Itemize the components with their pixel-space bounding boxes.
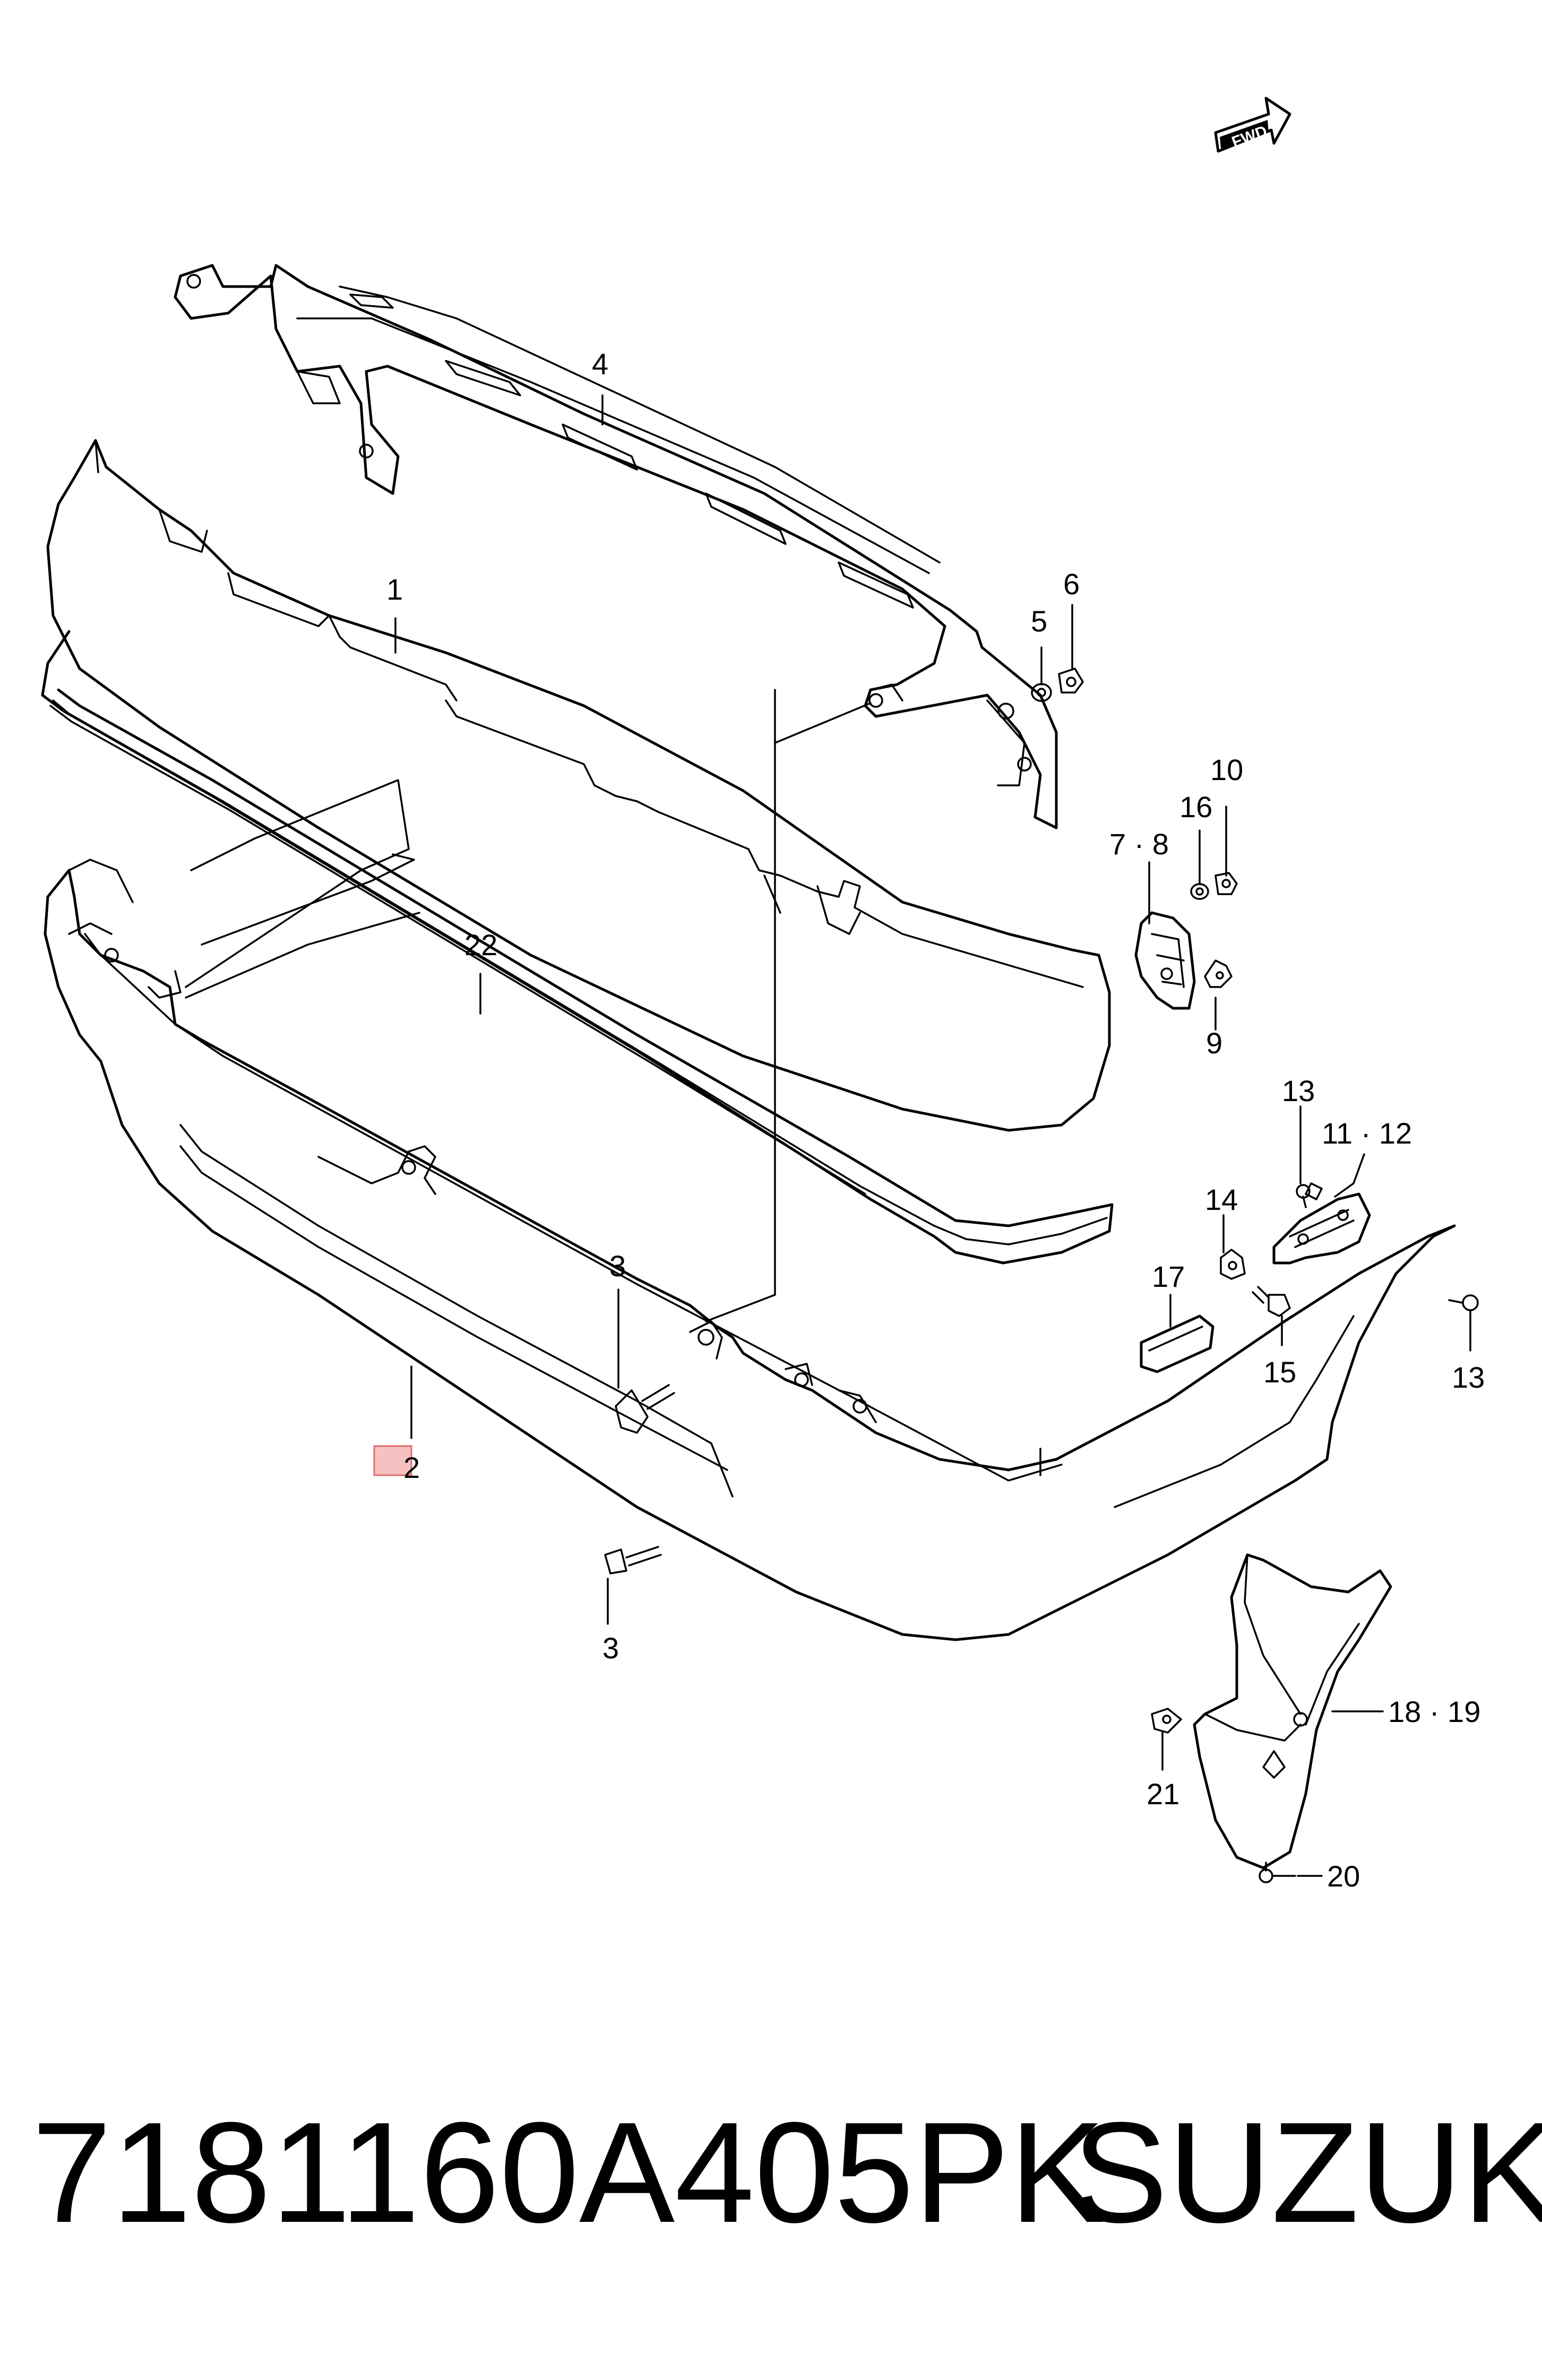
reflector-part-17 [1140,1314,1214,1373]
screw-part-13-upper [1296,1184,1311,1208]
side-bracket-part-11-12 [1272,1182,1371,1265]
callout-9: 9 [1206,1026,1222,1060]
callout-10: 10 [1210,753,1243,786]
brand-text: SUZUKI [1072,2093,1542,2253]
bracket-part-7-8 [1134,911,1196,1010]
footer-band [0,1979,1542,2380]
callout-6: 6 [1063,567,1080,601]
leader-lines [394,394,1471,1877]
screw-part-20 [1259,1862,1296,1883]
nut-part-6 [1058,668,1084,694]
callout-2: 2 [403,1451,420,1484]
reinforcement-beam-part [174,264,1058,829]
callout-15: 15 [1263,1355,1296,1389]
fwd-arrow-badge: FWD [1214,97,1291,153]
part-number-text: 7181160A405PK [32,2093,1105,2253]
nut-part-16 [1190,883,1209,900]
bumper-molding-part [41,630,1114,1265]
bumper-face-part [44,779,1456,1641]
callout-1: 1 [386,573,403,606]
screw-part-15 [1252,1286,1291,1317]
callout-14: 14 [1205,1183,1238,1216]
mudflap-part-18-19 [1193,1553,1392,1870]
callout-5: 5 [1031,604,1047,638]
callout-11-12: 11 · 12 [1322,1117,1412,1150]
clip-part-21 [1151,1708,1182,1734]
clip-part-9 [1204,959,1233,988]
screw-part-13-side [1448,1294,1479,1311]
callout-17: 17 [1152,1260,1185,1293]
screw-part-lower [604,1546,662,1574]
callout-7-8: 7 · 8 [1109,827,1169,861]
screw-part-upper [615,1384,675,1434]
callout-3-lower: 3 [602,1631,619,1665]
upper-bumper-cover-part [46,439,1111,1132]
callout-21: 21 [1147,1777,1179,1811]
callout-20: 20 [1327,1859,1360,1893]
clip-part-14 [1220,1249,1246,1280]
callout-18-19: 18 · 19 [1388,1695,1480,1728]
callout-13-side: 13 [1452,1361,1485,1394]
callout-3-upper: 3 [609,1249,626,1283]
callout-4: 4 [592,347,608,380]
callout-22: 22 [464,928,497,962]
highlight-marker [373,1445,412,1476]
callout-13-upper: 13 [1282,1074,1315,1107]
callout-16: 16 [1179,790,1212,824]
